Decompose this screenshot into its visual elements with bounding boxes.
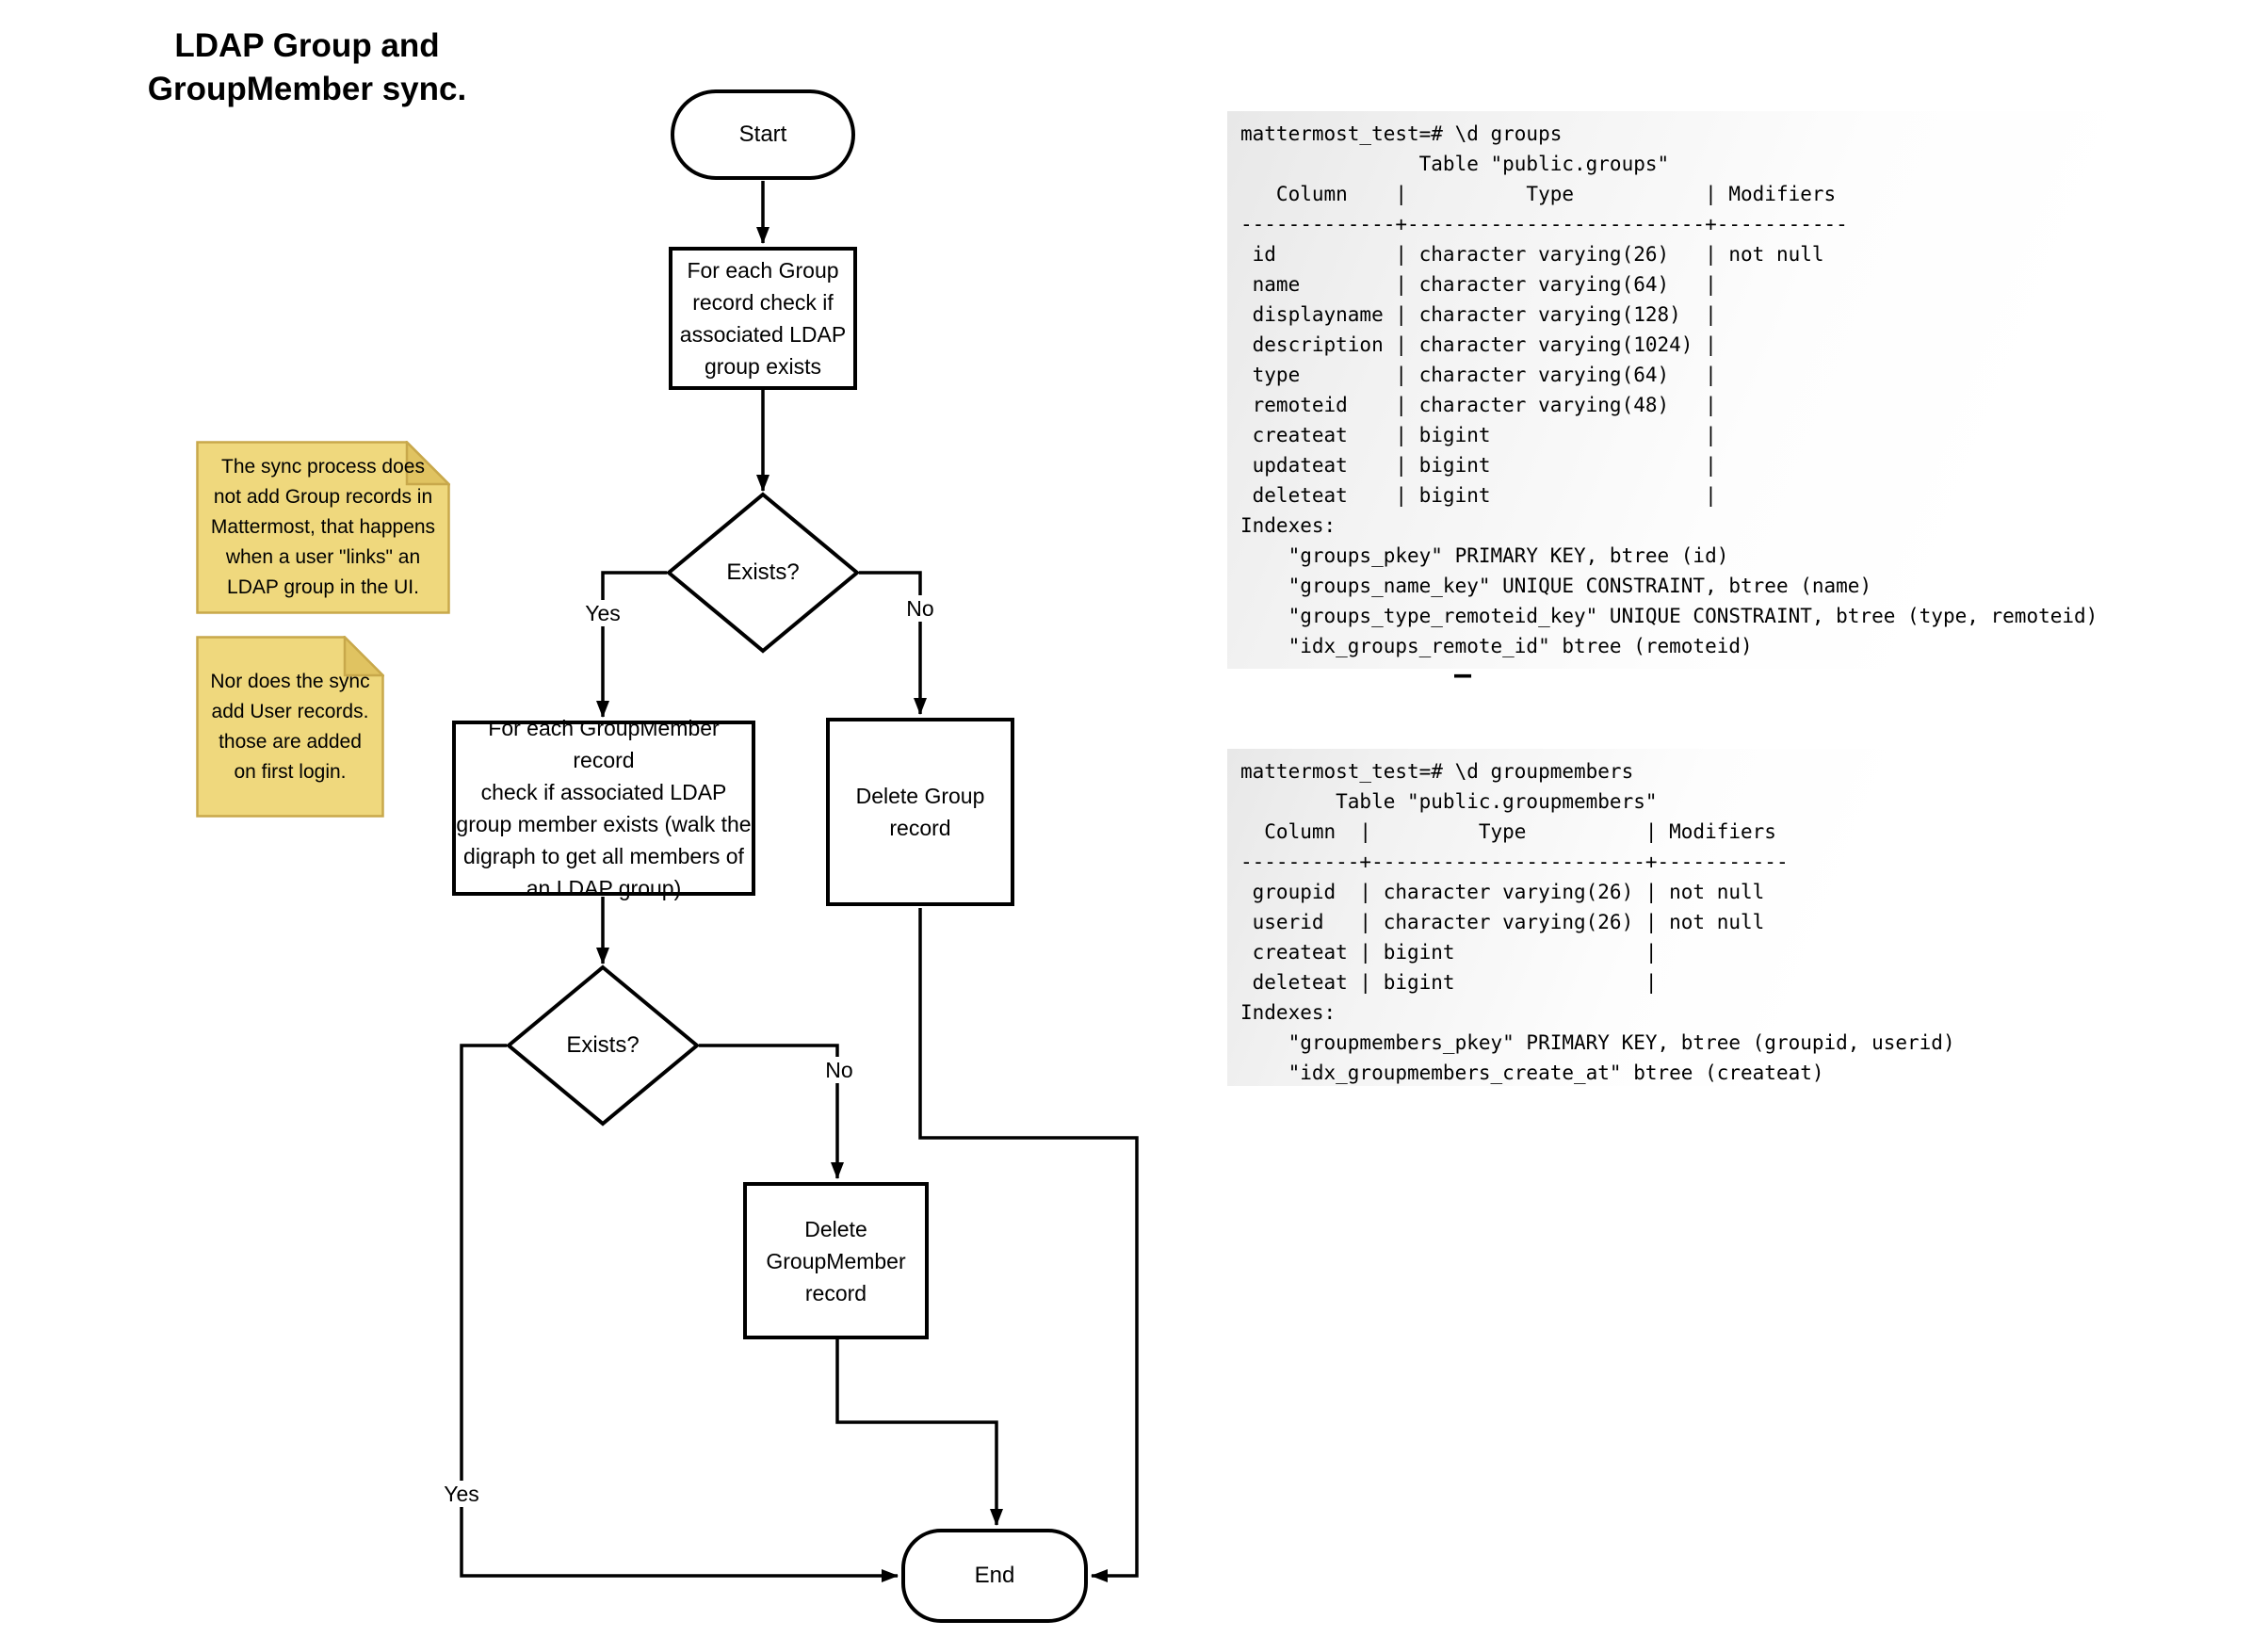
end-node: End (901, 1529, 1088, 1623)
folded-corner-icon (343, 636, 384, 677)
sticky-note-text: Nor does the sync add User records. thos… (210, 670, 370, 783)
exists1-yes-label: Yes (581, 600, 624, 626)
psql-d-groupmembers-output: mattermost_test=# \d groupmembers Table … (1240, 760, 1955, 1084)
edge-exists2-no-to-delete-groupmember (699, 1044, 844, 1179)
edge-exists1-no-to-delete-group (859, 571, 927, 715)
sticky-note-shape (196, 636, 384, 818)
terminal-groupmembers-table: mattermost_test=# \d groupmembers Table … (1227, 749, 1971, 1086)
folded-corner-icon (405, 441, 450, 486)
diagram-title: LDAP Group and GroupMember sync. (147, 27, 467, 107)
exists2-no-label: No (821, 1057, 857, 1083)
sticky-note-shape (196, 441, 450, 614)
edge-exists1-yes-to-check-groupmember (596, 571, 667, 718)
exists2-yes-label: Yes (440, 1481, 483, 1507)
edge-delete-groupmember-to-end (835, 1339, 1003, 1526)
delete-group-node: Delete Group record (826, 718, 1014, 906)
sticky-note-sync-groups: The sync process does not add Group reco… (196, 441, 450, 614)
edge-exists2-yes-to-end (460, 1044, 899, 1582)
sticky-note-sync-users: Nor does the sync add User records. thos… (196, 636, 384, 818)
exists2-label: Exists? (566, 1032, 640, 1058)
terminal-groups-table: mattermost_test=# \d groups Table "publi… (1227, 111, 2179, 669)
start-node: Start (671, 89, 855, 180)
delete-groupmember-node: Delete GroupMember record (743, 1182, 929, 1339)
decision-exists-2 (505, 964, 701, 1126)
exists1-label: Exists? (726, 559, 800, 585)
terminal-cursor-dash: – (1454, 658, 1472, 691)
check-group-process-node: For each Group record check if associate… (669, 247, 857, 390)
psql-d-groups-output: mattermost_test=# \d groups Table "publi… (1240, 122, 2098, 657)
exists1-no-label: No (902, 595, 938, 622)
decision-exists-1 (665, 492, 861, 654)
check-groupmember-process-node: For each GroupMember record check if ass… (452, 716, 755, 900)
sticky-note-text: The sync process does not add Group reco… (210, 456, 436, 598)
edge-delete-group-to-end (918, 908, 1139, 1582)
